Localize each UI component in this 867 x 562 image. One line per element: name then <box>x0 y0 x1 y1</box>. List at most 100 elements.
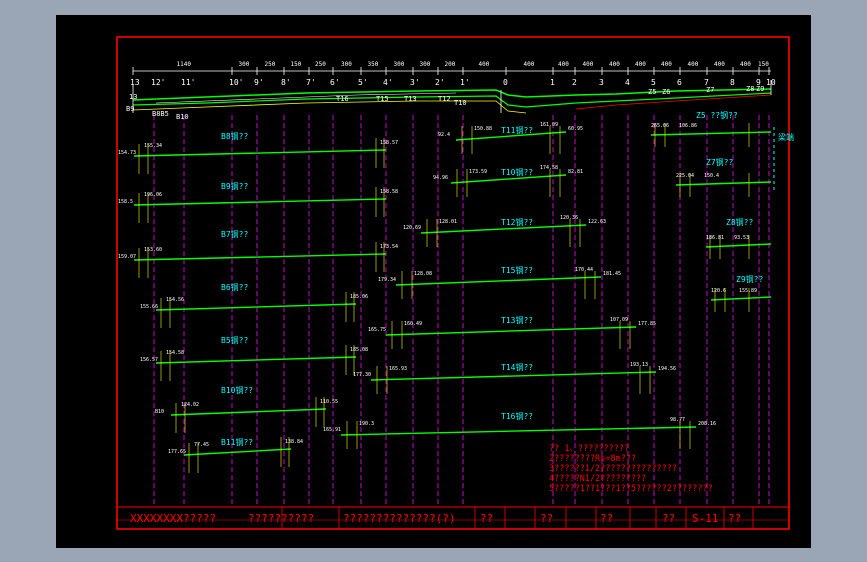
beam-name: T10钢?? <box>501 167 533 177</box>
beam-left-value: 155.66 <box>140 304 158 310</box>
beam-right-value: 138.84 <box>285 439 303 445</box>
beam-left-value: 120.6 <box>711 288 726 294</box>
axis-number: 3 <box>599 78 604 87</box>
note-line: 3??????1/2??????????????? <box>549 464 677 474</box>
beam-name: B8钢?? <box>221 131 248 141</box>
note-line: 4?????N1/2????????? <box>549 474 646 484</box>
beam-right-value: 158.57 <box>380 140 398 146</box>
beam-right-value: 158.58 <box>380 189 398 195</box>
profile-label-z8: Z8 <box>746 85 754 93</box>
beam-line <box>450 174 567 184</box>
beam-name: B6钢?? <box>221 282 248 292</box>
beam-left-value: 158.5 <box>118 199 133 205</box>
profile-label-b8b5: B8B5 <box>152 110 169 118</box>
beam-far-value: 122.63 <box>588 219 606 225</box>
profile-label-z9: Z9 <box>756 85 764 93</box>
beam-line <box>183 448 292 456</box>
axis-number: 8' <box>281 78 291 87</box>
beam-right-value: 185.08 <box>350 347 368 353</box>
profile-label-b9: B9 <box>126 105 134 113</box>
axis-number: 1' <box>460 78 470 87</box>
beam-line <box>385 326 637 336</box>
title-block: XXXXXXXX????? ?????????? ??????????????(… <box>130 507 754 529</box>
beam-name: T12钢?? <box>501 217 533 227</box>
side-text: 梁端 <box>778 132 794 142</box>
beam-right-value: 120.36 <box>560 215 578 221</box>
dim-text: 350 <box>368 61 379 68</box>
beam-right-value: 155.89 <box>739 288 757 294</box>
drawing-border <box>116 36 790 530</box>
beam-far-value: 177.85 <box>638 321 656 327</box>
beam-left-value: 159.07 <box>118 254 136 260</box>
title-cell-date: ?? <box>728 512 741 525</box>
beam-mid-value: 77.45 <box>194 442 209 448</box>
dim-text: 400 <box>635 61 646 68</box>
axis-number: 12' <box>151 78 165 87</box>
profile-label-z6: Z6 <box>662 88 670 96</box>
dim-text: 400 <box>609 61 620 68</box>
note-line: 5?????1??1???1??5??????2???????? <box>549 484 713 494</box>
profile-label-t13: T13 <box>404 95 417 103</box>
beam-name: T11钢?? <box>501 125 533 135</box>
title-cell-design: ?? <box>480 512 493 525</box>
beam-line <box>650 131 772 136</box>
axis-number: 3' <box>410 78 420 87</box>
title-cell-figure-label: ?? <box>662 512 675 525</box>
title-cell-project: XXXXXXXX????? <box>130 512 216 525</box>
axis-number: 7' <box>306 78 316 87</box>
beam-line <box>675 181 772 186</box>
beam-right-value: 193.13 <box>630 362 648 368</box>
beam-left-value: 265.06 <box>651 123 669 129</box>
dim-text: 300 <box>420 61 431 68</box>
beam-right-value: 107.09 <box>610 317 628 323</box>
beam-left-value: 165.75 <box>368 327 386 333</box>
dimension-ticks <box>132 67 770 75</box>
axis-number: 2' <box>435 78 445 87</box>
dim-text: 400 <box>714 61 725 68</box>
axis-number: 9' <box>254 78 264 87</box>
dim-text: 400 <box>479 61 490 68</box>
beam-left-value: 177.30 <box>353 372 371 378</box>
beam-name: T14钢?? <box>501 362 533 372</box>
beam-right-value: 106.86 <box>679 123 697 129</box>
beam-line <box>340 426 697 436</box>
beam-name: B7钢?? <box>221 229 248 239</box>
beam-left-value: 156.57 <box>140 357 158 363</box>
beam-left-value: 179.34 <box>378 277 396 283</box>
dim-text: 400 <box>558 61 569 68</box>
beam-mid-value: 190.3 <box>359 421 374 427</box>
beam-name: T16钢?? <box>501 411 533 421</box>
beam-left-value: 225.04 <box>676 173 694 179</box>
beam-mid-value: 154.56 <box>166 297 184 303</box>
beam-right-value: 98.77 <box>670 417 685 423</box>
dim-text: 400 <box>661 61 672 68</box>
dim-text: 400 <box>583 61 594 68</box>
dim-text: 150 <box>758 61 769 68</box>
beam-line <box>155 303 357 311</box>
beam-line <box>705 243 772 248</box>
note-line: ?? 1、?????????? <box>549 444 629 454</box>
profile-label-t15: T15 <box>376 95 389 103</box>
axis-number: 10' <box>229 78 243 87</box>
beam-left-value: 154.73 <box>118 150 136 156</box>
